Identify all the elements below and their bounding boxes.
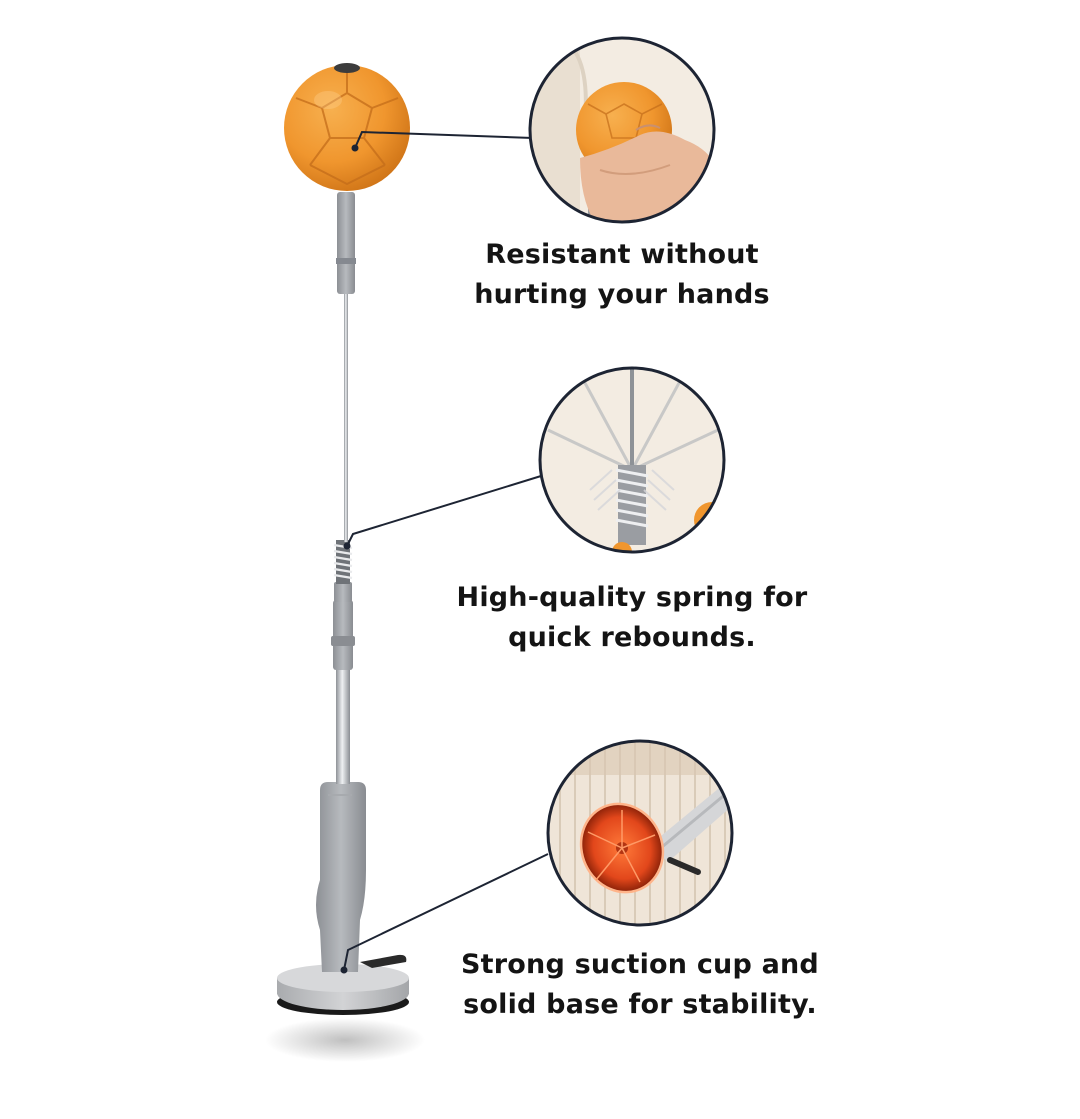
leader-lines bbox=[343, 130, 549, 971]
caption-spring-line-1: High-quality spring for bbox=[456, 582, 808, 613]
leader-line-ball bbox=[354, 130, 534, 149]
leader-dot-spring bbox=[343, 542, 351, 550]
leader-dot-ball bbox=[351, 144, 359, 152]
ball-holder bbox=[336, 192, 356, 294]
caption-base-line-1: Strong suction cup and bbox=[461, 949, 819, 980]
leader-dot-base bbox=[340, 966, 348, 974]
caption-ball-line-2: hurting your hands bbox=[474, 279, 770, 310]
suction-cup-icon bbox=[546, 739, 734, 927]
spring bbox=[333, 540, 353, 584]
caption-ball-line-1: Resistant without bbox=[485, 239, 759, 270]
leader-dots bbox=[340, 144, 359, 974]
caption-base-line-2: solid base for stability. bbox=[463, 989, 817, 1020]
caption-base-feature: Strong suction cup and solid base for st… bbox=[440, 945, 840, 1025]
leader-line-base bbox=[343, 853, 549, 971]
lower-housing bbox=[316, 782, 366, 972]
punching-ball-stand bbox=[265, 63, 425, 1062]
hand-squeezing-ball-icon bbox=[528, 36, 716, 224]
collar bbox=[331, 582, 355, 670]
leader-line-spring bbox=[346, 475, 542, 547]
spring-rebound-icon bbox=[538, 366, 726, 554]
caption-spring-feature: High-quality spring for quick rebounds. bbox=[432, 578, 832, 658]
flex-rod bbox=[344, 294, 348, 542]
floor-shadow bbox=[265, 1018, 425, 1062]
punching-ball bbox=[284, 63, 410, 191]
caption-spring-line-2: quick rebounds. bbox=[508, 622, 756, 653]
caption-ball-feature: Resistant without hurting your hands bbox=[452, 235, 792, 315]
base bbox=[277, 954, 409, 1015]
steel-tube-lower bbox=[336, 668, 350, 784]
